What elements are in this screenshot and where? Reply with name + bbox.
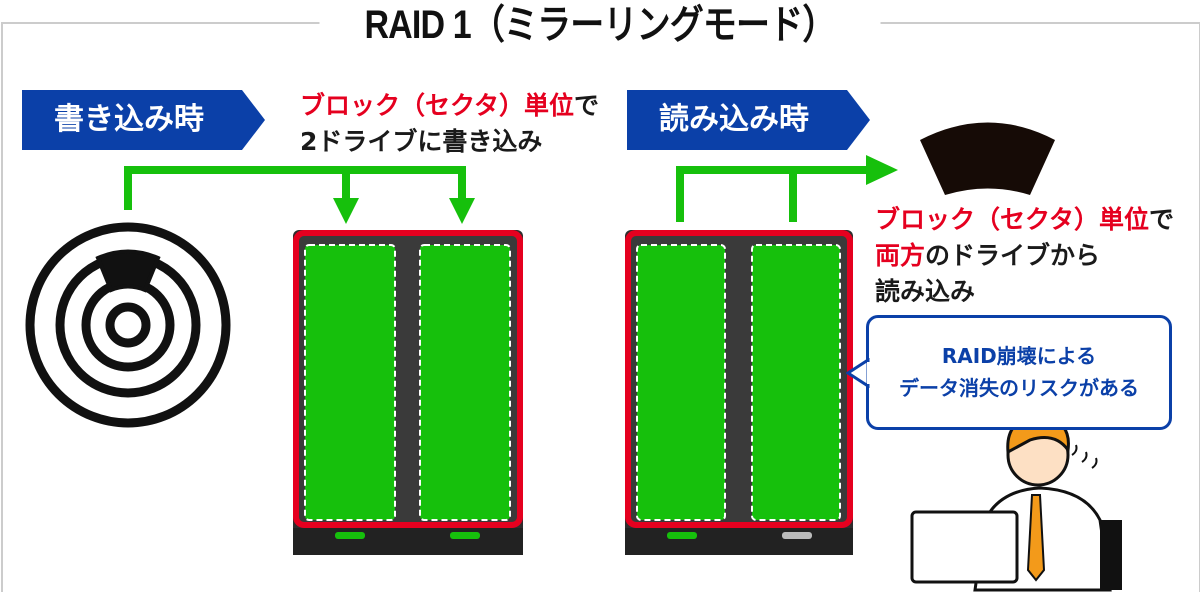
worried-person-illustration: [910, 414, 1122, 592]
read-banner: 読み込み時: [627, 90, 870, 150]
read-description: ブロック（セクタ）単位で 両方のドライブから 読み込み: [875, 202, 1174, 310]
write-desc-black: で: [574, 91, 600, 120]
risk-speech-bubble: RAID崩壊による データ消失のリスクがある: [866, 315, 1172, 430]
bubble-tail: [846, 358, 870, 388]
read-desc-black2: のドライブから: [925, 241, 1101, 270]
write-banner: 書き込み時: [22, 90, 265, 150]
nas-read: [625, 230, 853, 555]
read-arrows: [676, 166, 870, 222]
nas-write: [293, 230, 523, 555]
bubble-line2: データ消失のリスクがある: [899, 376, 1139, 400]
write-arrows: [124, 166, 466, 210]
disk-sector: [95, 249, 161, 293]
bubble-line1: RAID崩壊による: [941, 344, 1097, 368]
read-desc-red: ブロック（セクタ）単位: [875, 205, 1150, 234]
read-desc-black: で: [1149, 205, 1175, 234]
read-desc-red2: 両方: [875, 241, 926, 270]
read-desc-line3: 読み込み: [875, 277, 976, 306]
write-desc-red: ブロック（セクタ）単位: [300, 91, 575, 120]
page-title: RAID 1（ミラーリングモード）: [319, 0, 881, 50]
sector-icon: [920, 122, 1055, 195]
write-description: ブロック（セクタ）単位で 2ドライブに書き込み: [300, 88, 599, 160]
write-desc-line2: 2ドライブに書き込み: [300, 127, 543, 156]
